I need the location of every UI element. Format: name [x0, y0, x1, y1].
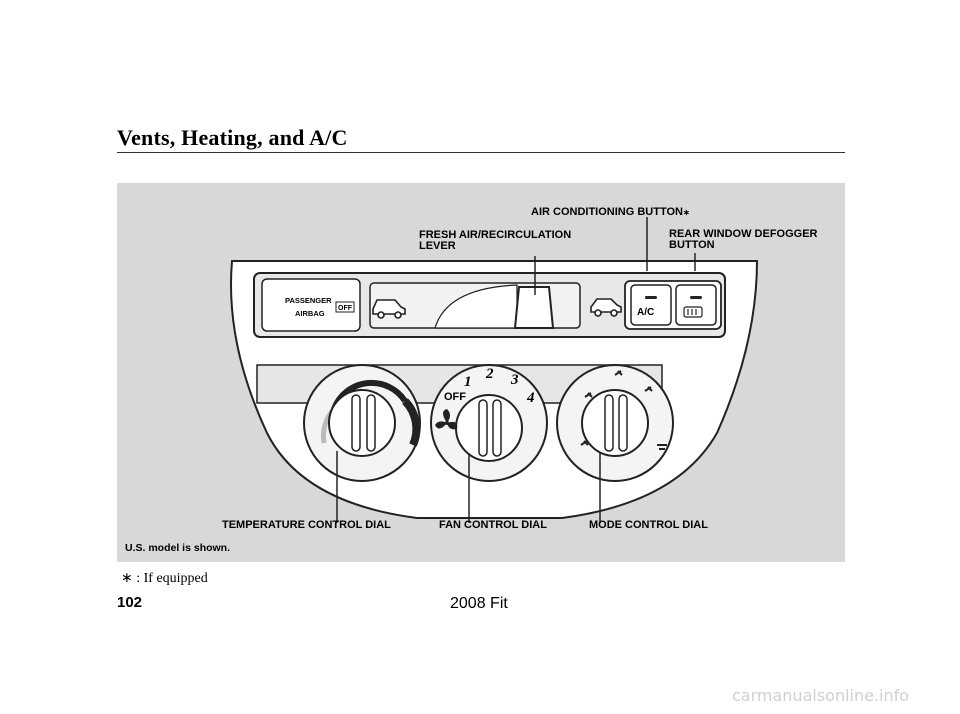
hvac-illustration: PASSENGER AIRBAG OFF A/C	[117, 183, 845, 562]
footnote: ∗ : If equipped	[121, 570, 208, 587]
rear-defogger-label: REAR WINDOW DEFOGGER BUTTON	[669, 228, 818, 251]
ac-button-label: AIR CONDITIONING BUTTON∗	[531, 206, 690, 218]
airbag-text: AIRBAG	[295, 309, 325, 318]
hvac-panel-drawing: PASSENGER AIRBAG OFF A/C	[230, 217, 759, 523]
rear-defrost-icon	[683, 306, 703, 318]
fresh-air-label: FRESH AIR/RECIRCULATION LEVER	[419, 229, 572, 252]
fan-dial-label: FAN CONTROL DIAL	[439, 519, 547, 531]
temperature-dial-knob	[328, 389, 396, 457]
page-title: Vents, Heating, and A/C	[117, 125, 348, 150]
temperature-dial-label: TEMPERATURE CONTROL DIAL	[222, 519, 391, 531]
fresh-air-lever	[513, 286, 555, 329]
footnote-symbol: ∗	[121, 571, 133, 586]
off-indicator-box	[335, 301, 355, 313]
ac-button-asterisk: ∗	[682, 208, 690, 217]
title-rule	[117, 152, 845, 153]
fan-speed-2: 2	[485, 366, 494, 382]
recirculation-car-icon	[372, 299, 406, 319]
ac-button[interactable]	[630, 284, 672, 326]
fan-icon	[435, 409, 458, 430]
mode-dial-knob	[581, 389, 649, 457]
ac-button-text: A/C	[637, 307, 654, 318]
off-indicator-text: OFF	[338, 305, 353, 312]
model-year: 2008 Fit	[450, 595, 508, 612]
fan-dial-knob	[455, 394, 523, 462]
fresh-air-car-icon	[590, 298, 622, 317]
watermark: carmanualsonline.info	[732, 686, 910, 705]
page-number: 102	[117, 594, 143, 611]
passenger-text: PASSENGER	[285, 296, 332, 305]
footnote-text: : If equipped	[136, 571, 208, 586]
passenger-airbag-indicator	[261, 278, 361, 332]
mode-dial-label: MODE CONTROL DIAL	[589, 519, 708, 531]
fan-speed-4: 4	[526, 390, 535, 406]
rear-defogger-button[interactable]	[675, 284, 717, 326]
fan-speed-3: 3	[510, 372, 519, 388]
model-note: U.S. model is shown.	[125, 542, 231, 554]
fan-off-text: OFF	[444, 391, 466, 403]
mode-vent-icons	[580, 370, 667, 450]
fan-speed-1: 1	[464, 374, 472, 390]
